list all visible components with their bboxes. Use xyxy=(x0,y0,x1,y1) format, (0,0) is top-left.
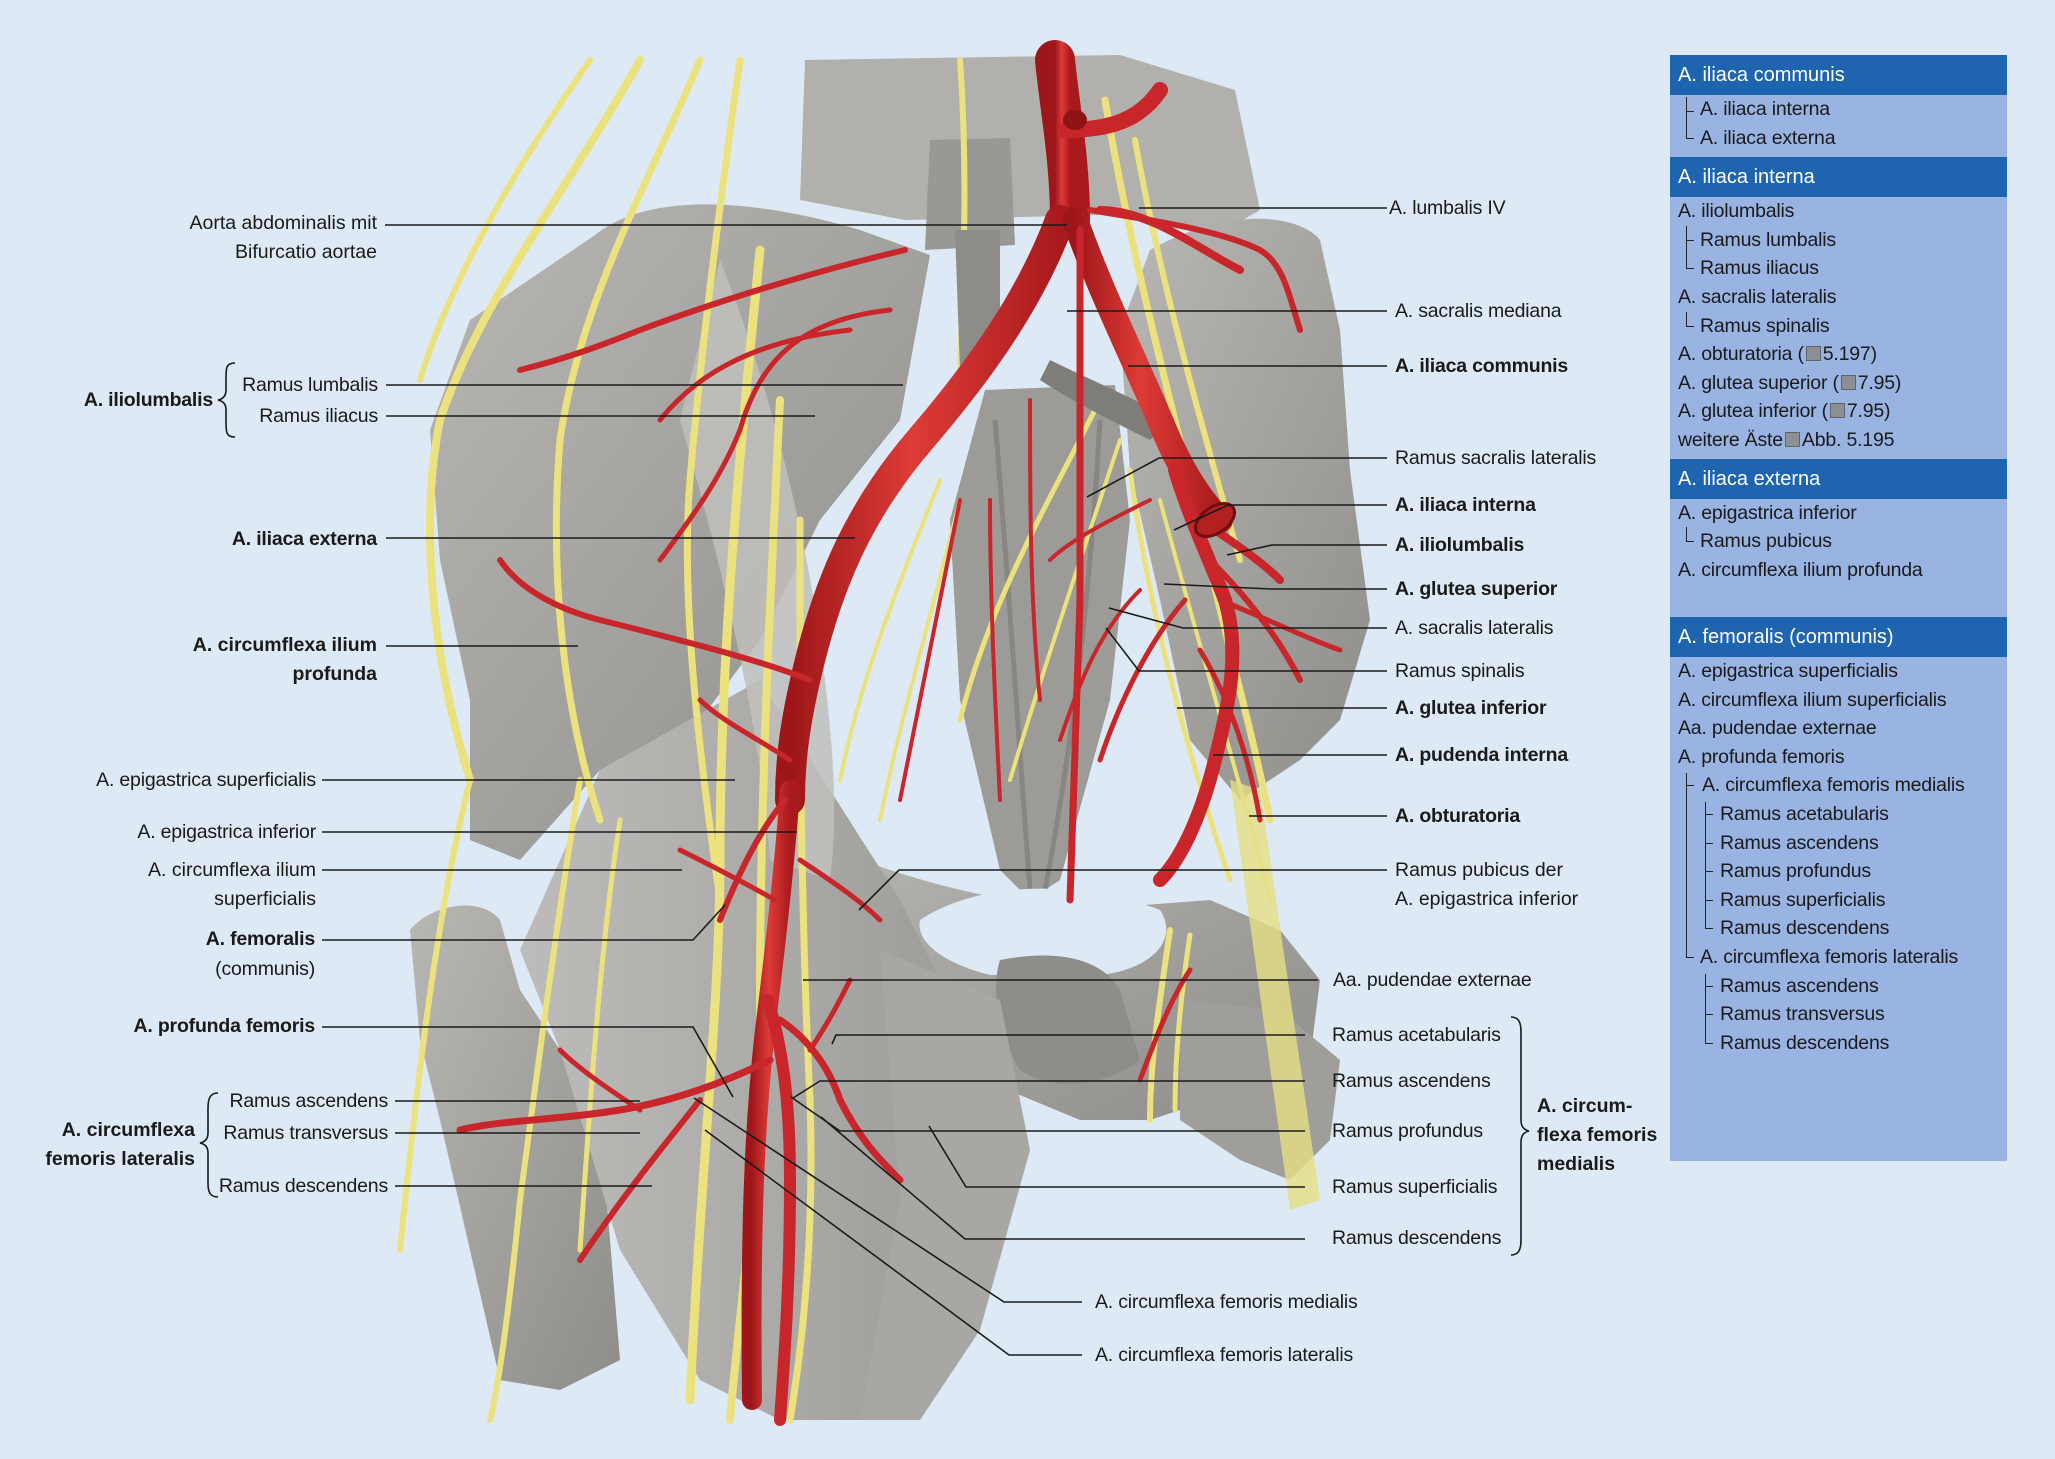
figure-ref-icon xyxy=(1829,403,1845,419)
tree-connector xyxy=(1686,97,1694,112)
tree-connector xyxy=(1686,782,1694,958)
panel-femoralis: A. femoralis (communis) A. epigastrica s… xyxy=(1670,617,2007,1161)
panel-row: A. epigastrica superficialis xyxy=(1678,660,1898,682)
figure-ref-icon xyxy=(1784,431,1800,447)
panel-iliaca-communis: A. iliaca communis A. iliaca interna A. … xyxy=(1670,55,2007,635)
panel-row: Ramus acetabularis xyxy=(1670,800,2007,829)
panel-row: A. circumflexa femoris lateralis xyxy=(1670,782,2007,972)
tree-connector xyxy=(1705,1014,1713,1044)
panel-row: A. profunda femoris xyxy=(1678,745,1845,768)
tree-connector xyxy=(1705,986,1713,1016)
panel-header-femoralis: A. femoralis (communis) xyxy=(1670,617,2007,657)
tree-connector xyxy=(1705,801,1713,815)
tree-connector xyxy=(1705,814,1713,844)
tree-connector xyxy=(1686,240,1694,270)
tree-connector xyxy=(1705,871,1713,901)
panel-row: Ramus transversus xyxy=(1670,986,2007,1029)
tree-connector xyxy=(1705,973,1713,987)
panel-header-externa: A. iliaca externa xyxy=(1670,458,2007,499)
panel-row: Ramus iliacus xyxy=(1670,240,2007,283)
panel-row: A. obturatoria (5.197) xyxy=(1678,343,1877,366)
panel-row: A. iliolumbalis xyxy=(1678,200,1795,223)
panel-row: Ramus superficialis xyxy=(1670,871,2007,915)
panel-row: A. iliaca externa xyxy=(1670,111,2007,153)
tree-connector xyxy=(1686,527,1694,543)
panel-row: A. epigastrica inferior xyxy=(1678,501,1857,524)
panel-row: A. sacralis lateralis xyxy=(1678,285,1837,308)
tree-connector xyxy=(1686,225,1694,241)
panel-row: A. circumflexa femoris medialis xyxy=(1670,771,2007,800)
panel-row: Ramus lumbalis xyxy=(1670,225,2007,255)
tree-connector xyxy=(1705,900,1713,930)
panel-row: Ramus ascendens xyxy=(1670,814,2007,858)
tree-connector xyxy=(1686,773,1694,787)
panel-row: Ramus descendens xyxy=(1670,900,2007,943)
tree-connector xyxy=(1705,843,1713,873)
panel-row: Ramus ascendens xyxy=(1670,972,2007,1001)
panel-row: Ramus profundus xyxy=(1670,843,2007,886)
panel-row: A. circumflexa ilium superficialis xyxy=(1678,688,1947,711)
figure-ref-icon xyxy=(1805,346,1821,362)
panel-row: Ramus pubicus xyxy=(1670,527,2007,556)
panel-row: Ramus descendens xyxy=(1670,1014,2007,1058)
panel-row: Aa. pudendae externae xyxy=(1678,717,1877,740)
panel-header-interna: A. iliaca interna xyxy=(1670,157,2007,198)
tree-connector xyxy=(1686,311,1694,327)
panel-row: A. iliaca interna xyxy=(1670,95,2007,124)
panel-row: A. glutea inferior (7.95) xyxy=(1678,400,1891,423)
panel-row: A. circumflexa ilium profunda xyxy=(1678,558,1923,581)
panel-row: A. glutea superior (7.95) xyxy=(1678,371,1902,394)
figure-ref-icon xyxy=(1840,374,1856,390)
panel-row: Ramus spinalis xyxy=(1670,311,2007,341)
tree-connector xyxy=(1686,111,1694,139)
panel-header-communis: A. iliaca communis xyxy=(1670,55,2007,95)
